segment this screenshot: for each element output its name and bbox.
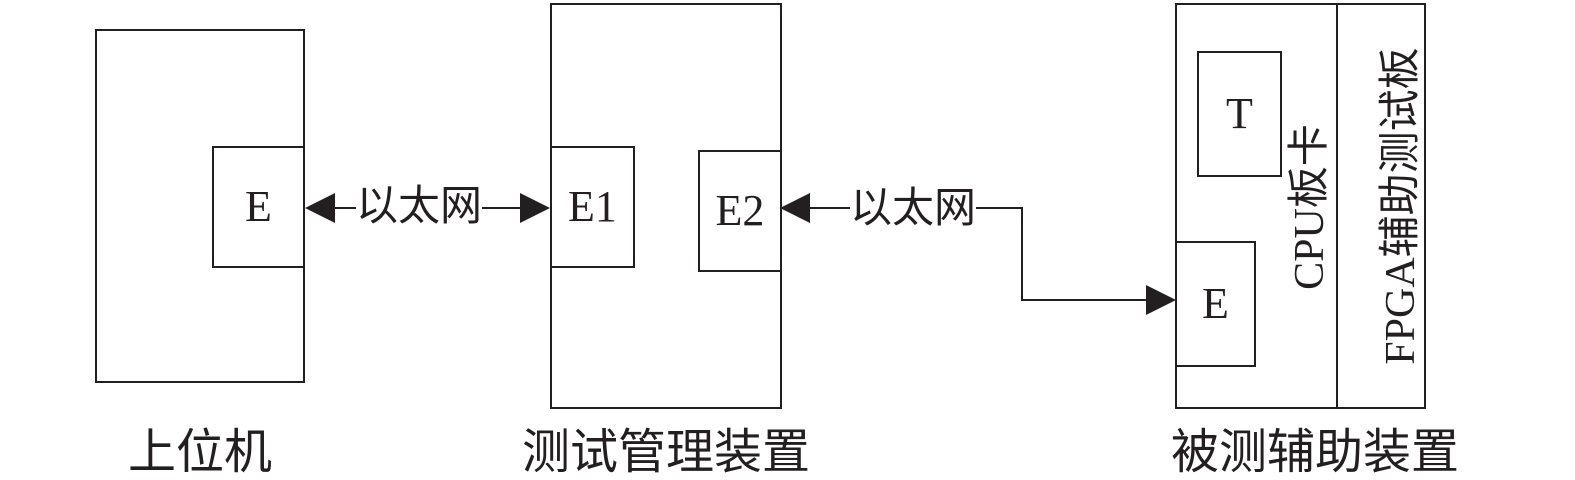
link1-label: 以太网 <box>356 181 483 230</box>
arrowhead-left-e2 <box>780 193 810 223</box>
dut-cpu-label: CPU板卡 <box>1287 124 1333 290</box>
dut-t-block: T <box>1197 51 1282 177</box>
arrowhead-right-e1 <box>520 193 550 223</box>
dut-t-label: T <box>1226 89 1253 138</box>
manager-port-e1: E1 <box>550 146 635 268</box>
link2-line-elbow <box>1012 207 1155 301</box>
dut-port-label: E <box>1202 279 1229 328</box>
host-port-label: E <box>245 182 272 231</box>
manager-port2-label: E2 <box>715 186 765 235</box>
manager-port1-label: E1 <box>568 182 617 231</box>
arrowhead-left-host <box>305 193 335 223</box>
dut-fpga-label: FPGA辅助测试板 <box>1378 47 1424 365</box>
link2-label: 以太网 <box>850 183 977 232</box>
dut-port-e: E <box>1175 241 1256 367</box>
manager-caption: 测试管理装置 <box>521 424 810 480</box>
dut-divider <box>1336 3 1338 409</box>
host-port-e: E <box>212 146 305 268</box>
manager-port-e2: E2 <box>698 150 782 272</box>
dut-caption: 被测辅助装置 <box>1170 424 1459 480</box>
arrowhead-right-dut <box>1146 285 1176 315</box>
host-caption: 上位机 <box>127 424 272 480</box>
